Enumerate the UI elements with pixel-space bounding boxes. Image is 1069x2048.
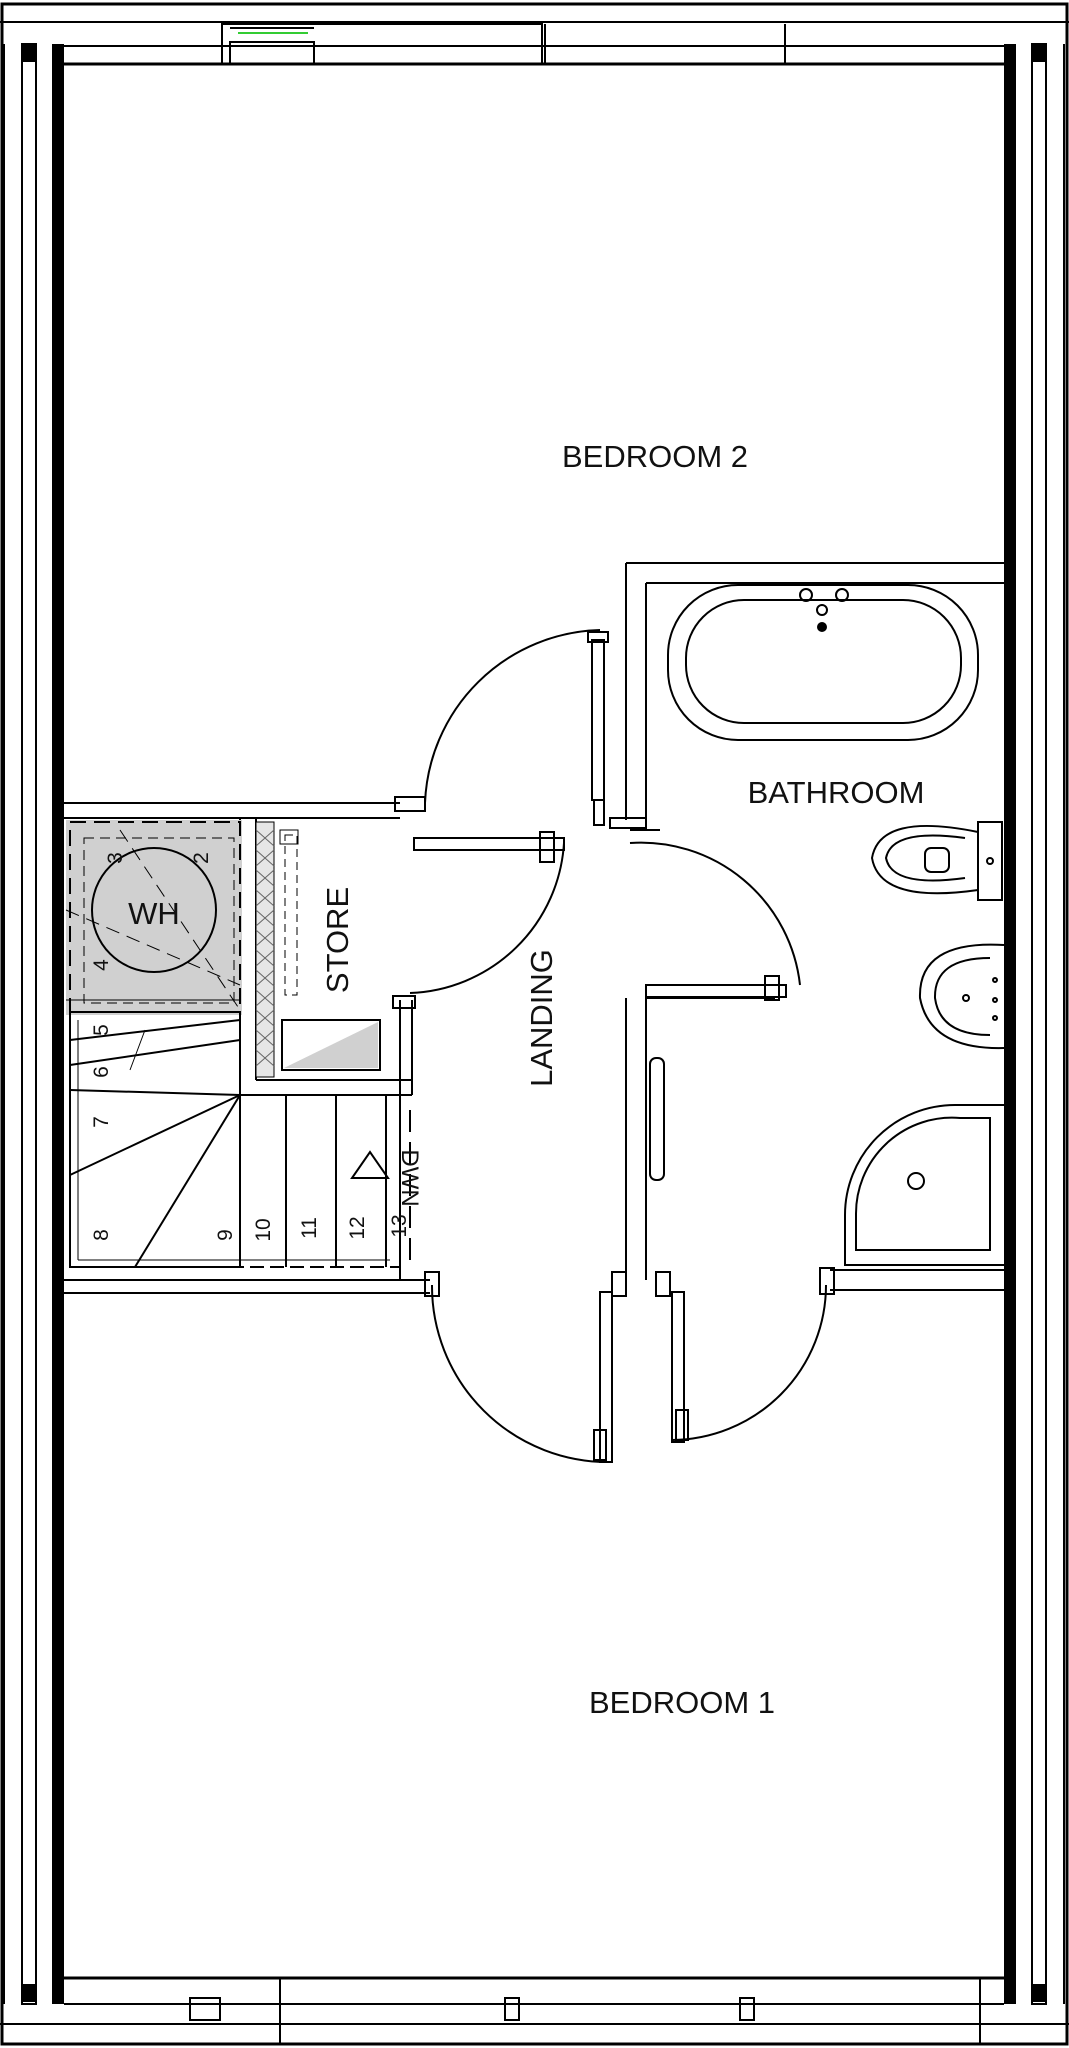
step-number: 5 xyxy=(90,1024,113,1036)
top-wall xyxy=(64,23,1004,66)
step-number: 4 xyxy=(90,959,113,971)
bedroom1-top-wall xyxy=(64,1271,671,1297)
right-wall xyxy=(1004,43,1065,2005)
room-label-bedroom-1: BEDROOM 1 xyxy=(589,1685,775,1720)
step-number: 10 xyxy=(252,1218,275,1241)
step-number: 13 xyxy=(388,1214,411,1237)
left-wall xyxy=(3,43,64,2005)
stair-step-numbers: 2 3 4 5 6 7 8 9 10 11 12 13 xyxy=(90,852,411,1242)
landing-panel xyxy=(649,1057,665,1181)
room-label-landing: LANDING xyxy=(524,949,559,1087)
step-number: 2 xyxy=(190,852,213,864)
step-number: 7 xyxy=(90,1116,113,1128)
door-bedroom2 xyxy=(424,629,609,826)
step-number: 11 xyxy=(298,1217,321,1239)
bathroom-walls xyxy=(609,562,1004,1295)
stairs-direction-label: DWN xyxy=(396,1149,423,1206)
store-hatch xyxy=(255,821,299,1078)
step-number: 8 xyxy=(90,1229,113,1241)
shower-tray xyxy=(844,1104,1004,1266)
room-label-bedroom-2: BEDROOM 2 xyxy=(562,439,748,474)
water-heater-label: WH xyxy=(128,896,180,931)
step-number: 12 xyxy=(346,1216,369,1239)
door-store xyxy=(409,831,565,994)
step-number: 3 xyxy=(104,852,127,864)
door-bedroom1-left xyxy=(430,1284,613,1464)
room-label-store: STORE xyxy=(320,887,355,993)
door-bathroom xyxy=(629,841,801,998)
toilet xyxy=(870,821,1003,901)
step-number: 6 xyxy=(90,1066,113,1078)
bottom-wall xyxy=(64,1976,1004,2044)
basin xyxy=(918,943,1005,1050)
bath-tub xyxy=(667,584,979,741)
step-number: 9 xyxy=(214,1229,237,1241)
staircase xyxy=(69,1011,411,1268)
room-label-bathroom: BATHROOM xyxy=(748,775,925,810)
door-bedroom1-right xyxy=(671,1284,827,1443)
water-heater-cupboard xyxy=(65,820,242,1015)
store-shelf xyxy=(281,1019,381,1071)
